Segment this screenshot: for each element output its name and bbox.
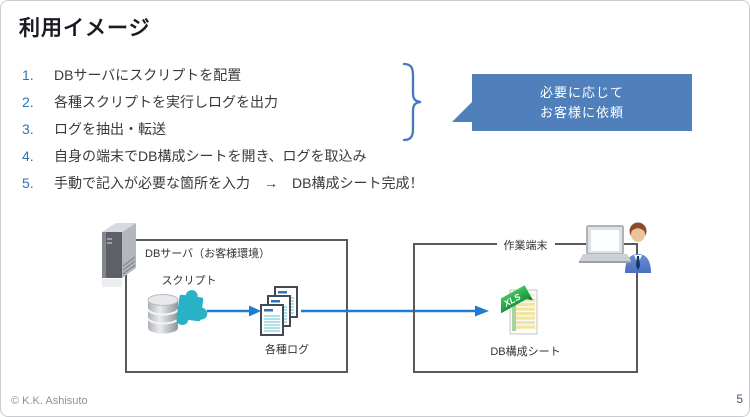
server-tower-icon — [102, 223, 136, 287]
user-with-laptop-icon — [579, 222, 651, 273]
list-item: 2. 各種スクリプトを実行しログを出力 — [22, 89, 423, 116]
step-list: 1. DBサーバにスクリプトを配置 2. 各種スクリプトを実行しログを出力 3.… — [22, 62, 423, 197]
callout-bubble: 必要に応じて お客様に依頼 — [472, 74, 692, 131]
logs-label: 各種ログ — [265, 344, 309, 356]
page-title: 利用イメージ — [19, 17, 151, 40]
step-number: 3. — [22, 121, 34, 137]
work-terminal-label: 作業端末 — [496, 240, 555, 252]
step-number: 4. — [22, 148, 34, 164]
copyright-text: © K.K. Ashisuto — [11, 395, 88, 407]
puzzle-piece-icon — [176, 290, 208, 326]
step-text: 各種スクリプトを実行しログを出力 — [54, 94, 278, 110]
xls-file-icon: XLS — [501, 285, 538, 335]
step-number: 2. — [22, 94, 34, 110]
callout-line2: お客様に依頼 — [539, 104, 624, 120]
work-terminal-label-wrap: 作業端末 — [413, 236, 638, 254]
list-item: 3. ログを抽出・転送 — [22, 116, 423, 143]
step-number: 5. — [22, 175, 34, 191]
callout-line1: 必要に応じて — [539, 84, 624, 100]
step-text: 自身の端末でDB構成シートを開き、ログを取込み — [54, 148, 367, 164]
brace-icon — [402, 62, 422, 142]
callout-tail — [452, 101, 473, 122]
step-text: DBサーバにスクリプトを配置 — [54, 67, 242, 83]
script-label: スクリプト — [161, 275, 217, 287]
list-item: 1. DBサーバにスクリプトを配置 — [22, 62, 423, 89]
arrow-script-to-logs — [207, 305, 261, 317]
log-documents-icon — [260, 286, 298, 336]
page-number: 5 — [736, 392, 743, 406]
db-server-box — [125, 239, 348, 373]
step-text: 手動で記入が必要な箇所を入力 → DB構成シート完成！ — [54, 175, 424, 191]
step-text: ログを抽出・転送 — [54, 121, 166, 137]
list-item: 5. 手動で記入が必要な箇所を入力 → DB構成シート完成！ — [22, 170, 423, 197]
arrow-logs-to-sheet — [301, 305, 489, 317]
list-item: 4. 自身の端末でDB構成シートを開き、ログを取込み — [22, 143, 423, 170]
db-server-box-label: DBサーバ（お客様環境） — [145, 248, 271, 260]
sheet-label: DB構成シート — [490, 346, 561, 358]
step-number: 1. — [22, 67, 34, 83]
